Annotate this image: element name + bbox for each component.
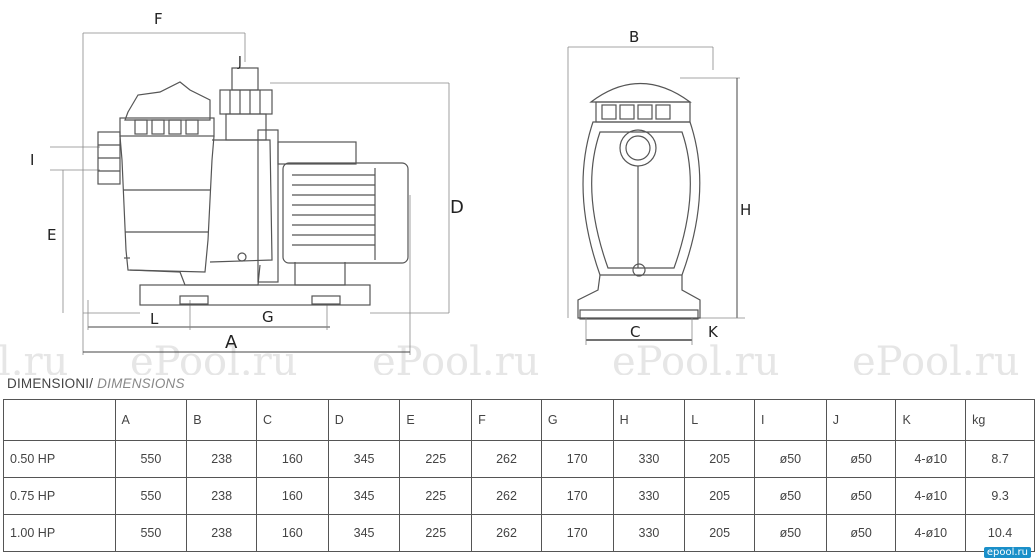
table-cell: ø50 (825, 440, 897, 478)
dim-label-b: B (629, 28, 639, 46)
table-cell: 238 (186, 514, 257, 552)
table-cell: 170 (540, 514, 614, 552)
dim-label-g: G (262, 308, 274, 326)
pump-side-view (50, 32, 450, 355)
table-cell: ø50 (825, 514, 897, 552)
dimensions-title-italic: DIMENSIONS (97, 376, 185, 391)
table-header: G (540, 399, 614, 441)
table-cell: 0.75 HP (3, 477, 116, 515)
table-cell: 170 (540, 440, 614, 478)
table-cell: 550 (114, 514, 188, 552)
table-cell: 262 (471, 514, 542, 552)
table-cell: 205 (684, 514, 756, 552)
table-cell: ø50 (754, 440, 827, 478)
table-cell: 262 (471, 440, 542, 478)
dim-label-j: J (237, 55, 242, 70)
table-cell: 262 (471, 477, 542, 515)
table-header: I (754, 399, 827, 441)
dim-label-f: F (154, 10, 163, 28)
pump-front-view (567, 46, 745, 345)
dim-label-h: H (740, 201, 751, 219)
table-cell: 205 (684, 440, 756, 478)
dimensions-title-main: DIMENSIONI/ (7, 376, 98, 391)
pump-dimension-drawing: l.ru ePool.ru ePool.ru ePool.ru ePool.ru (0, 10, 1020, 375)
table-cell: 160 (255, 440, 329, 478)
table-cell: 330 (612, 440, 686, 478)
table-cell: 550 (114, 477, 188, 515)
table-cell: ø50 (754, 477, 827, 515)
table-header: A (114, 399, 188, 441)
dimensions-title: DIMENSIONI/ DIMENSIONS (7, 376, 185, 391)
table-row: 0.50 HP 550 238 160 345 225 262 170 330 … (3, 440, 1035, 478)
table-cell: 345 (327, 440, 401, 478)
table-header: L (684, 399, 756, 441)
table-cell: 4-ø10 (895, 440, 967, 478)
dim-label-d: D (450, 197, 464, 218)
table-cell: 10.4 (965, 514, 1035, 552)
watermark: ePool.ru (372, 339, 540, 375)
table-cell: 160 (255, 477, 329, 515)
table-cell: 225 (399, 440, 473, 478)
table-cell: 9.3 (965, 477, 1035, 515)
table-header-row: A B C D E F G H L I J K kg (3, 399, 1035, 441)
table-cell: 345 (327, 477, 401, 515)
table-cell: ø50 (825, 477, 897, 515)
table-row: 0.75 HP 550 238 160 345 225 262 170 330 … (3, 477, 1035, 515)
table-header: E (399, 399, 473, 441)
table-header: kg (965, 399, 1035, 441)
table-cell: 4-ø10 (895, 514, 967, 552)
table-cell: 8.7 (965, 440, 1035, 478)
table-header: K (895, 399, 967, 441)
table-cell: 225 (399, 477, 473, 515)
table-header: J (825, 399, 897, 441)
dim-label-i: I (30, 151, 34, 169)
table-cell: 330 (612, 514, 686, 552)
dim-label-e: E (47, 226, 56, 244)
table-cell: 330 (612, 477, 686, 515)
table-cell: 550 (114, 440, 188, 478)
dim-label-l: L (150, 310, 159, 328)
watermark: ePool.ru (130, 339, 298, 375)
table-cell: 1.00 HP (3, 514, 116, 552)
table-row: 1.00 HP 550 238 160 345 225 262 170 330 … (3, 514, 1035, 552)
table-header: C (255, 399, 329, 441)
watermark: ePool.ru (852, 339, 1020, 375)
dim-label-c: C (630, 323, 640, 341)
table-cell: 345 (327, 514, 401, 552)
table-cell: 205 (684, 477, 756, 515)
table-cell: ø50 (754, 514, 827, 552)
table-cell: 238 (186, 440, 257, 478)
table-cell: 4-ø10 (895, 477, 967, 515)
brand-logo: epool.ru (983, 547, 1031, 558)
watermark: l.ru (0, 339, 68, 375)
dim-label-a: A (225, 332, 238, 353)
table-header: B (186, 399, 257, 441)
table-cell: 160 (255, 514, 329, 552)
dimensions-table: A B C D E F G H L I J K kg 0.50 HP 550 2… (3, 399, 1035, 552)
watermark: ePool.ru (612, 339, 780, 375)
table-header (3, 399, 116, 441)
table-header: D (327, 399, 401, 441)
table-cell: 170 (540, 477, 614, 515)
table-cell: 238 (186, 477, 257, 515)
table-cell: 225 (399, 514, 473, 552)
table-header: F (471, 399, 542, 441)
dim-label-k: K (708, 323, 719, 341)
table-header: H (612, 399, 686, 441)
table-cell: 0.50 HP (3, 440, 116, 478)
